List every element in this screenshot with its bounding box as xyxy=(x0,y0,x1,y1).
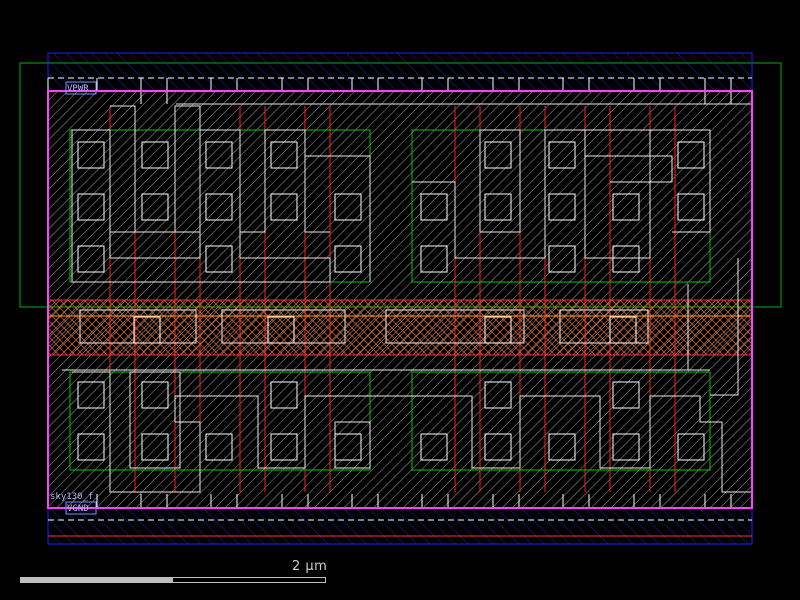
vpwr-rail xyxy=(47,52,753,92)
rail-taps xyxy=(47,78,732,508)
scale-bar xyxy=(20,577,326,583)
li1-routing xyxy=(62,103,752,493)
vgnd-pin-box xyxy=(65,501,97,515)
vgnd-rail xyxy=(47,507,753,545)
vpwr-label: VPWR xyxy=(67,84,89,94)
cell-boundary xyxy=(47,90,753,509)
vgnd-label: VGND xyxy=(67,504,89,514)
vpwr-pin-box xyxy=(65,81,97,95)
scale-bar-label: 2 µm xyxy=(292,559,328,574)
poly-band xyxy=(47,299,753,356)
contacts xyxy=(77,141,705,461)
cell-name-label: sky130_f xyxy=(50,492,93,502)
scale-bar-fill xyxy=(21,578,173,582)
